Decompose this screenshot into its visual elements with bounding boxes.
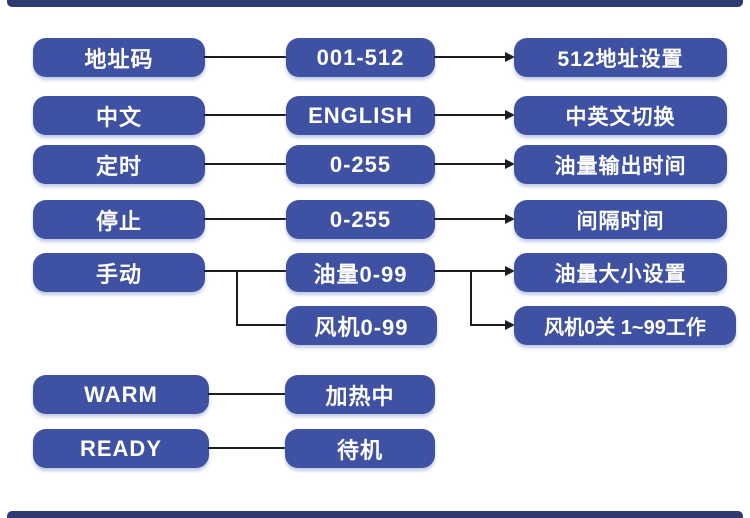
node-ready-desc: 待机: [285, 429, 435, 468]
bottom-edge-bar: [7, 511, 743, 518]
arrowhead-icon: [505, 214, 515, 224]
node-stop-key: 停止: [33, 200, 205, 239]
node-oil-desc: 油量大小设置: [514, 253, 727, 292]
connector-branch-line: [470, 270, 472, 326]
connector-line: [204, 218, 287, 220]
node-stop-desc: 间隔时间: [514, 200, 727, 239]
node-stop-range: 0-255: [286, 200, 435, 239]
node-timer-key: 定时: [33, 145, 205, 184]
node-fan-desc: 风机0关 1~99工作: [514, 306, 736, 345]
node-manual-key: 手动: [33, 253, 205, 292]
arrowhead-icon: [505, 52, 515, 62]
connector-line: [208, 447, 286, 449]
node-address-desc: 512地址设置: [514, 38, 727, 77]
connector-line: [204, 163, 287, 165]
arrowhead-icon: [505, 266, 515, 276]
node-language-value: ENGLISH: [286, 96, 435, 135]
node-timer-range: 0-255: [286, 145, 435, 184]
connector-line: [236, 324, 287, 326]
connector-line: [204, 56, 287, 58]
connector-line: [434, 163, 506, 165]
node-address-key: 地址码: [33, 38, 205, 77]
node-warm-desc: 加热中: [285, 375, 435, 414]
node-language-key: 中文: [33, 96, 205, 135]
arrowhead-icon: [505, 320, 515, 330]
node-language-desc: 中英文切换: [514, 96, 727, 135]
node-address-range: 001-512: [286, 38, 435, 77]
connector-line: [204, 270, 287, 272]
connector-line: [434, 114, 506, 116]
arrowhead-icon: [505, 159, 515, 169]
arrowhead-icon: [505, 110, 515, 120]
connector-line: [470, 324, 506, 326]
connector-line: [434, 218, 506, 220]
connector-line: [434, 56, 506, 58]
node-warm-key: WARM: [33, 375, 209, 414]
top-edge-bar: [7, 0, 743, 7]
connector-branch-line: [236, 270, 238, 326]
node-timer-desc: 油量输出时间: [514, 145, 727, 184]
node-fan-range: 风机0-99: [286, 306, 437, 345]
connector-line: [208, 393, 286, 395]
connector-line: [204, 114, 287, 116]
node-oil-range: 油量0-99: [286, 253, 435, 292]
node-ready-key: READY: [33, 429, 209, 468]
